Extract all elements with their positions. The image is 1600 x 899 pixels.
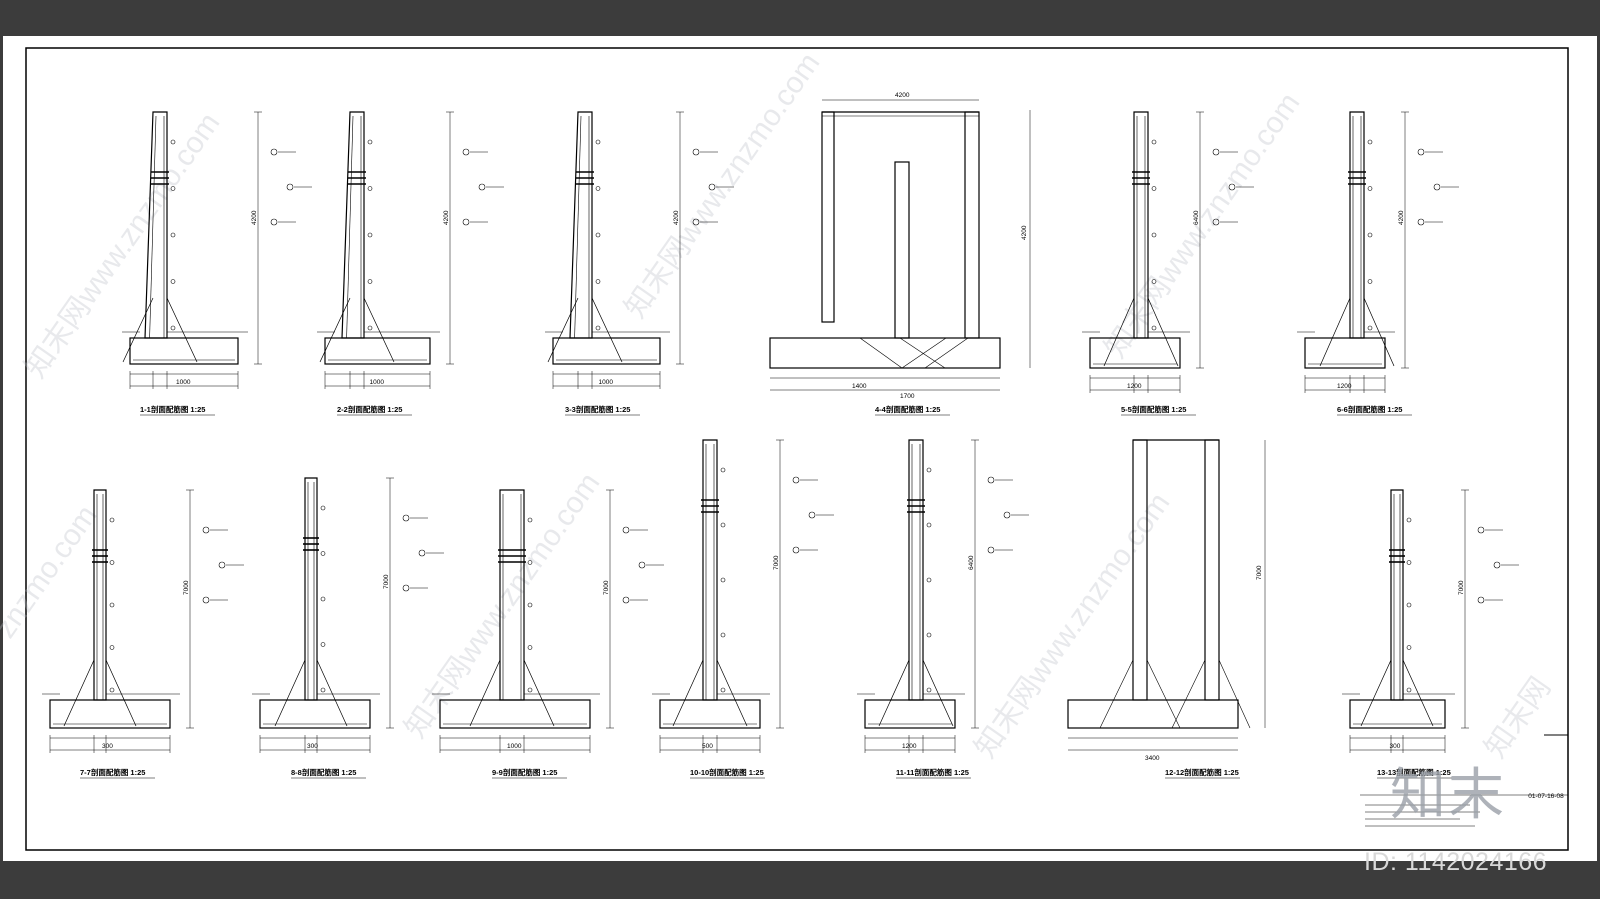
section-title: 7-7剖面配筋图 1:25 — [80, 767, 145, 777]
drawing-border — [25, 47, 1569, 851]
height-dim-label: 7000 — [773, 555, 780, 570]
width-dim-label: 1400 — [852, 383, 867, 390]
section-13: 7000 300 13-13剖面配筋图 1:25 — [1342, 489, 1519, 779]
height-dim-label: 4200 — [443, 210, 450, 225]
height-dim-label: 4200 — [1021, 225, 1028, 240]
width-dim-label: 1000 — [370, 379, 385, 386]
section-title: 13-13剖面配筋图 1:25 — [1377, 767, 1451, 777]
height-dim-label: 7000 — [1256, 565, 1263, 580]
height-dim-label: 4200 — [251, 210, 258, 225]
section-title: 5-5剖面配筋图 1:25 — [1121, 404, 1186, 414]
width-dim-label: 300 — [1390, 743, 1401, 750]
width-dim-label: 300 — [102, 743, 113, 750]
section-12: 7000 3400 12-12剖面配筋图 1:25 — [1067, 439, 1266, 779]
section-5: 6400 1200 5-5剖面配筋图 1:25 — [1082, 111, 1254, 416]
top-dim-label: 4200 — [895, 92, 910, 99]
section-8: 7000 300 8-8剖面配筋图 1:25 — [252, 477, 444, 779]
section-title: 6-6剖面配筋图 1:25 — [1337, 404, 1402, 414]
height-dim-label: 6400 — [1193, 210, 1200, 225]
section-title: 3-3剖面配筋图 1:25 — [565, 404, 630, 414]
section-10: 7000 500 10-10剖面配筋图 1:25 — [652, 439, 834, 779]
height-dim-label: 4200 — [1398, 210, 1405, 225]
section-group: 4200 1000 1-1剖面配筋图 1:25 4200 1000 2-2剖面配筋图 1:… — [42, 92, 1519, 779]
width-dim-label: 1200 — [902, 743, 917, 750]
width-dim-label: 3400 — [1145, 755, 1160, 762]
section-7: 7000 300 7-7剖面配筋图 1:25 — [42, 489, 244, 779]
section-2: 4200 1000 2-2剖面配筋图 1:25 — [317, 111, 504, 416]
brand-logo: 知末 — [1390, 763, 1506, 828]
width-dim-label: 1700 — [900, 393, 915, 400]
height-dim-label: 7000 — [1458, 580, 1465, 595]
section-title: 9-9剖面配筋图 1:25 — [492, 767, 557, 777]
section-1: 4200 1000 1-1剖面配筋图 1:25 — [122, 111, 312, 416]
section-title: 1-1剖面配筋图 1:25 — [140, 404, 205, 414]
height-dim-label: 6400 — [968, 555, 975, 570]
height-dim-label: 7000 — [183, 580, 190, 595]
section-3: 4200 1000 3-3剖面配筋图 1:25 — [545, 111, 734, 416]
section-title: 12-12剖面配筋图 1:25 — [1165, 767, 1239, 777]
width-dim-label: 500 — [702, 743, 713, 750]
section-title: 2-2剖面配筋图 1:25 — [337, 404, 402, 414]
width-dim-label: 1000 — [599, 379, 614, 386]
width-dim-label: 1200 — [1127, 383, 1142, 390]
width-dim-label: 1200 — [1337, 383, 1352, 390]
section-9: 7000 1000 9-9剖面配筋图 1:25 — [432, 489, 664, 779]
drawing-number: 01-07-16-08 — [1528, 793, 1564, 800]
height-dim-label: 7000 — [603, 580, 610, 595]
section-11: 6400 1200 11-11剖面配筋图 1:25 — [857, 439, 1029, 779]
section-6: 4200 1200 6-6剖面配筋图 1:25 — [1297, 111, 1459, 416]
width-dim-label: 1000 — [507, 743, 522, 750]
section-4: 4200 1400 1700 4200 4-4剖面配筋图 1:25 — [769, 92, 1031, 416]
width-dim-label: 300 — [307, 743, 318, 750]
height-dim-label: 7000 — [383, 574, 390, 589]
section-title: 10-10剖面配筋图 1:25 — [690, 767, 764, 777]
height-dim-label: 4200 — [673, 210, 680, 225]
section-title: 11-11剖面配筋图 1:25 — [896, 767, 969, 777]
section-title: 4-4剖面配筋图 1:25 — [875, 404, 940, 414]
section-title: 8-8剖面配筋图 1:25 — [291, 767, 356, 777]
image-id-label: ID: 1142024166 — [1364, 848, 1548, 876]
title-block: 01-07-16-08 — [1360, 734, 1568, 827]
width-dim-label: 1000 — [176, 379, 191, 386]
